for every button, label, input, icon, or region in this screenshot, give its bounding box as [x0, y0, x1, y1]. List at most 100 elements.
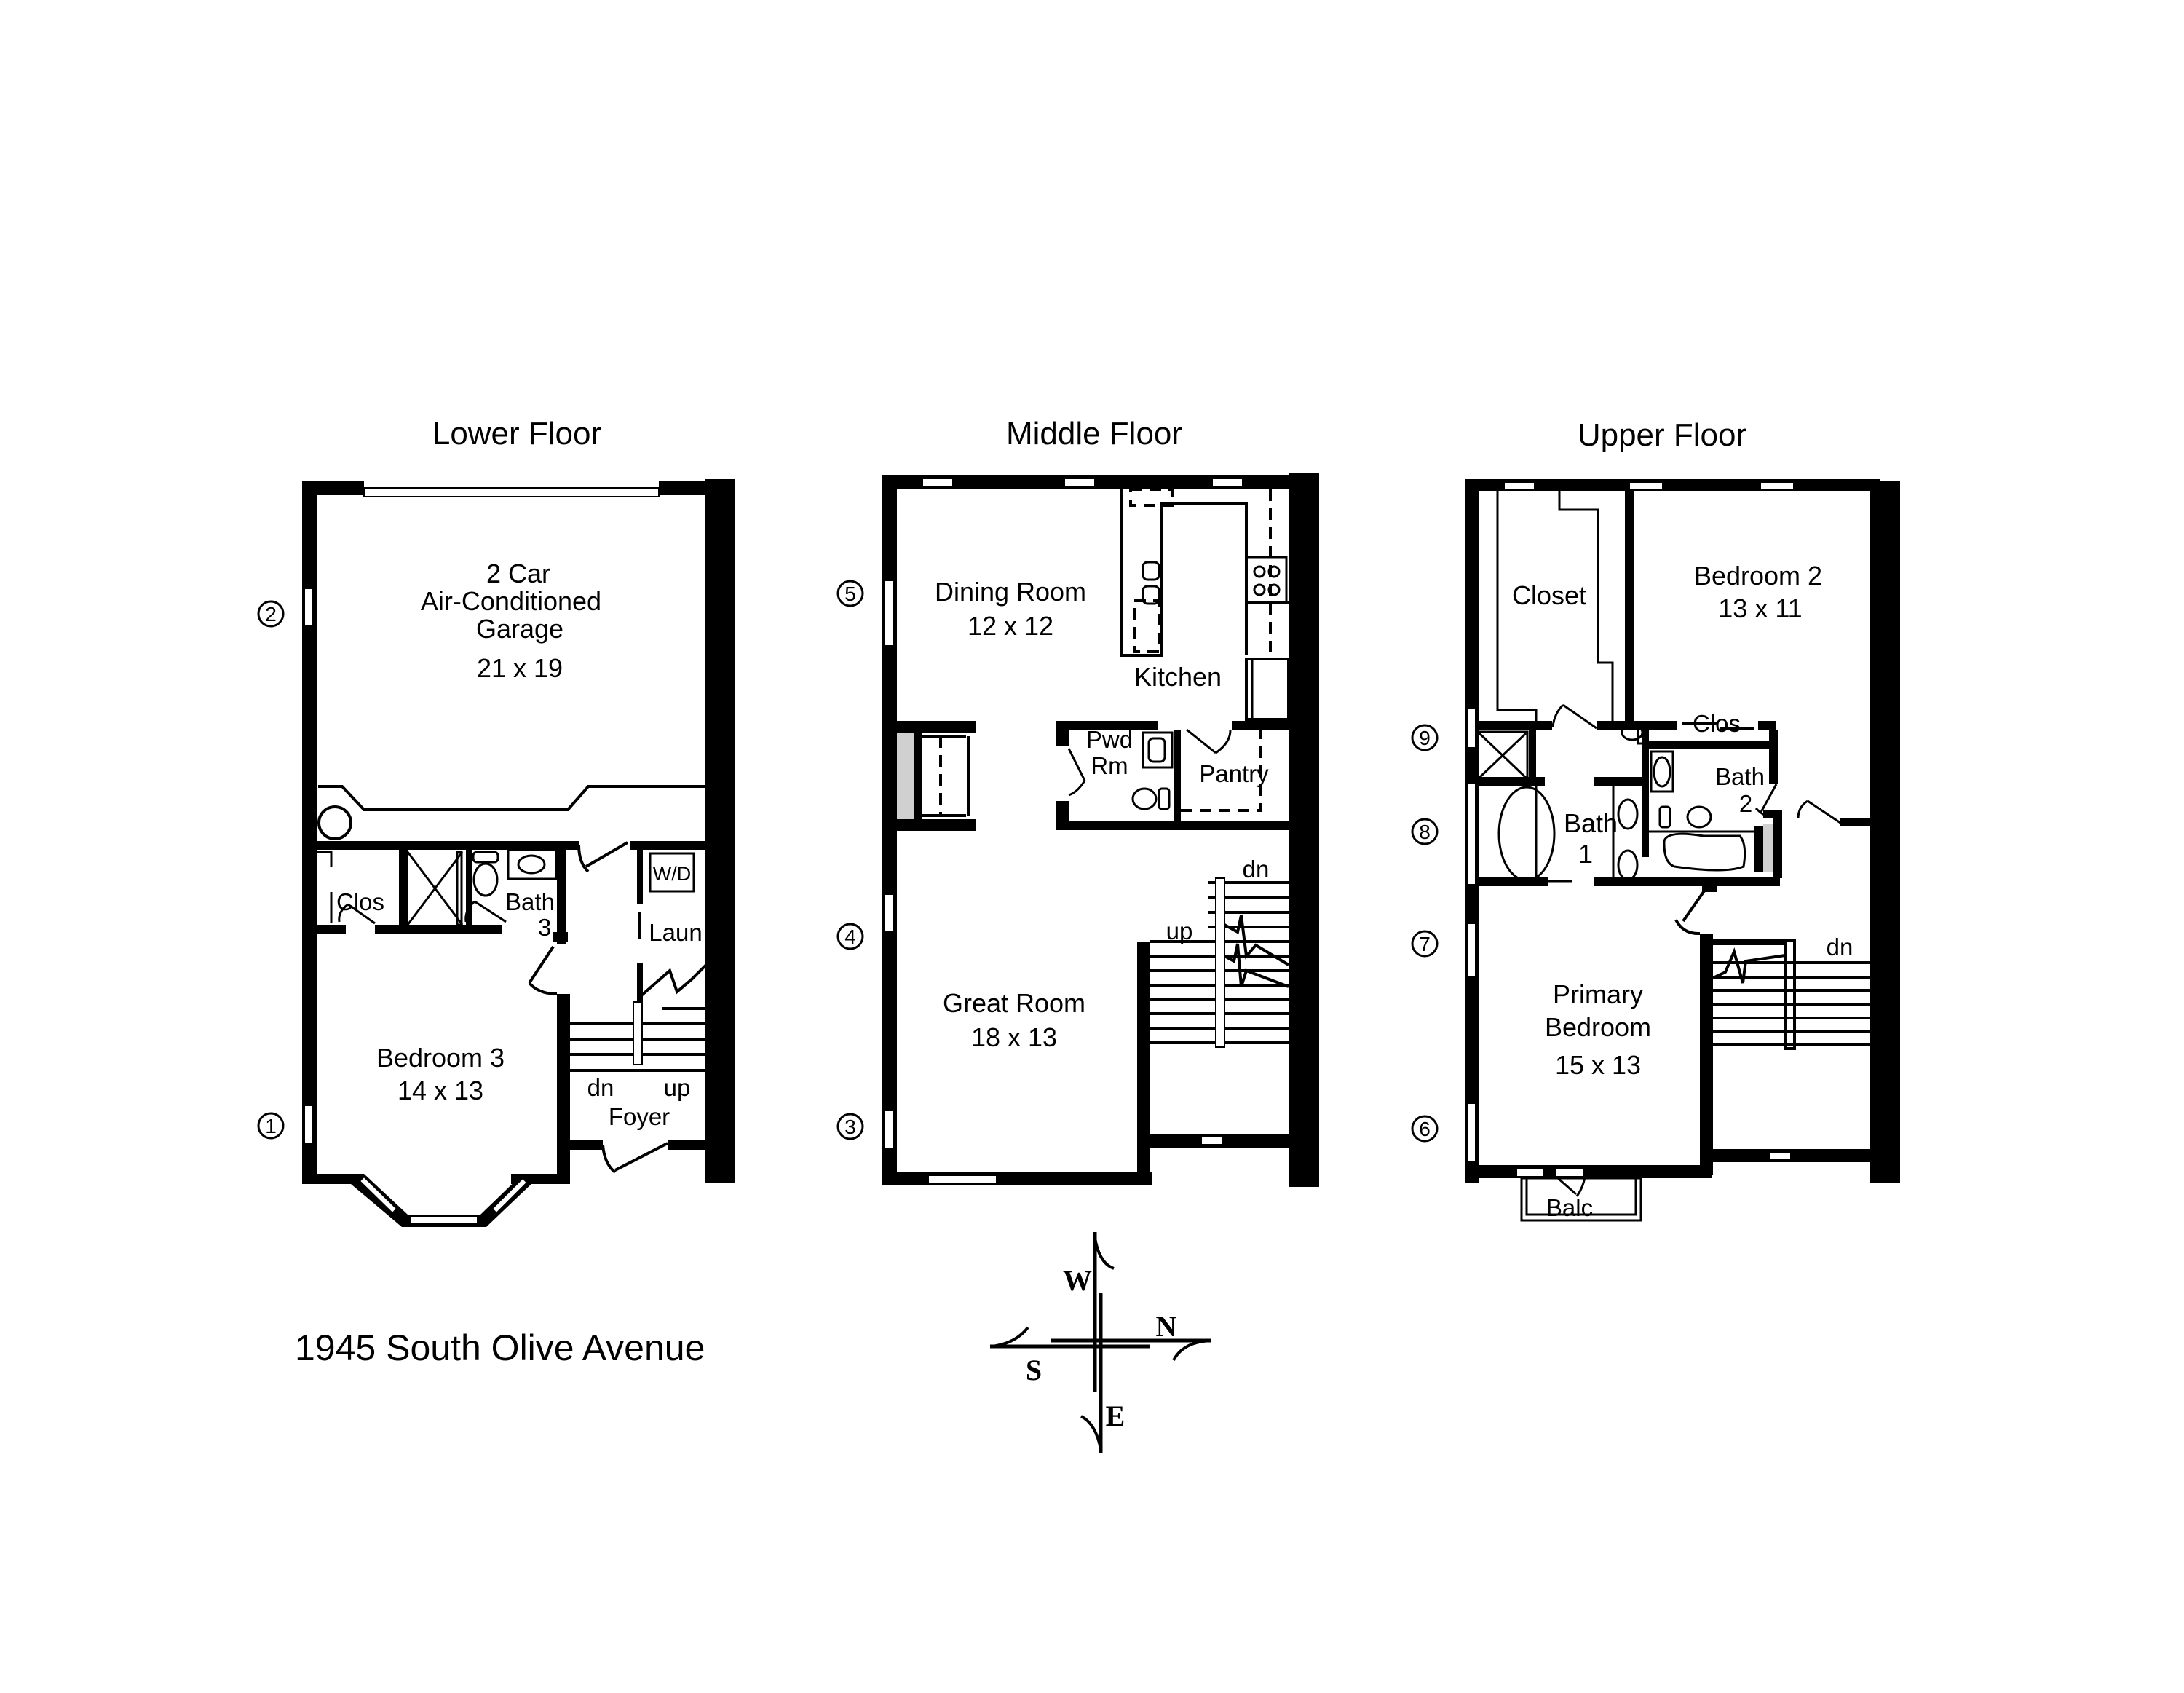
address-label: 1945 South Olive Avenue	[295, 1327, 705, 1368]
wall	[1056, 730, 1069, 746]
bedroom2-label: Bedroom 2	[1694, 561, 1822, 591]
compass-east-label: E	[1106, 1400, 1125, 1432]
wall	[466, 850, 472, 934]
svg-text:2: 2	[265, 603, 277, 625]
primary-bedroom-label-1: Primary	[1553, 979, 1643, 1009]
svg-text:3: 3	[844, 1116, 856, 1138]
wall	[882, 1172, 1152, 1185]
window	[884, 580, 894, 647]
garage-label-1: 2 Car	[486, 559, 550, 588]
window	[1629, 481, 1663, 490]
svg-text:4: 4	[844, 926, 856, 948]
balcony	[1525, 1177, 1637, 1216]
stair-rail	[1713, 939, 1796, 1050]
foyer-up-label: up	[664, 1074, 691, 1101]
wall	[1773, 810, 1782, 878]
shower-curtain	[456, 851, 463, 926]
dining-room-label: Dining Room	[935, 577, 1086, 607]
wall	[1479, 777, 1545, 786]
wall	[630, 841, 706, 850]
window	[1503, 481, 1535, 490]
wall	[302, 1174, 357, 1184]
wall	[553, 932, 568, 942]
bay-wall	[349, 1174, 533, 1227]
middle-floor: Middle Floor Kitchen Dining Room 12 x 12	[836, 416, 1319, 1187]
wall	[1649, 741, 1778, 749]
door-arc	[1215, 730, 1232, 754]
door-arc	[601, 1144, 617, 1174]
view-marker-5: 5	[836, 580, 864, 607]
door-swing	[347, 903, 376, 925]
sink-icon	[1147, 737, 1166, 763]
svg-text:5: 5	[844, 583, 856, 605]
door-swing	[1557, 1177, 1577, 1196]
toilet-icon	[472, 862, 499, 897]
window	[1555, 1167, 1584, 1177]
wall	[570, 1140, 603, 1150]
door-arc	[528, 982, 558, 995]
door-swing	[614, 1142, 668, 1172]
laundry-label: Laun	[649, 919, 702, 946]
burner-icon	[1267, 565, 1281, 578]
window	[304, 588, 314, 627]
door-swing	[474, 900, 507, 923]
door-swing	[1067, 748, 1086, 781]
middle-dn-label: dn	[1243, 856, 1270, 883]
door-arc	[1797, 800, 1808, 819]
view-marker-9: 9	[1411, 724, 1439, 751]
wall	[399, 850, 408, 934]
balcony-label: Balc	[1546, 1194, 1593, 1221]
door-arc	[338, 903, 349, 923]
wall	[1700, 934, 1713, 1175]
compass-rose-icon: W N S E	[990, 1232, 1211, 1453]
sink-icon	[517, 854, 546, 875]
garage-step	[318, 785, 706, 811]
wall	[1479, 721, 1552, 730]
wall	[882, 475, 897, 1185]
closet-shelf	[1496, 491, 1538, 728]
wall	[1174, 730, 1181, 821]
wall	[897, 721, 976, 733]
stair-break	[1224, 943, 1289, 988]
window	[1466, 708, 1476, 749]
door-arc	[577, 844, 590, 873]
wall	[914, 733, 922, 819]
view-marker-7: 7	[1411, 930, 1439, 958]
stair-break	[639, 963, 708, 998]
compass-west-label: W	[1063, 1264, 1092, 1297]
garage-label-3: Garage	[476, 614, 563, 644]
window	[409, 1215, 478, 1224]
svg-text:9: 9	[1419, 727, 1431, 749]
foyer-label: Foyer	[609, 1103, 670, 1130]
door-swing	[1186, 728, 1216, 754]
sink-icon	[1617, 798, 1639, 830]
wall	[1056, 721, 1158, 730]
wall	[897, 819, 976, 831]
garage-door	[363, 487, 660, 497]
bathtub-icon	[1663, 832, 1746, 872]
kitchen-label: Kitchen	[1134, 662, 1222, 692]
window	[927, 1175, 997, 1185]
upper-dn-label: dn	[1827, 934, 1853, 960]
window	[1760, 481, 1795, 490]
view-marker-4: 4	[836, 923, 864, 950]
wall	[317, 841, 579, 850]
door-swing	[1759, 784, 1778, 814]
garage-label-2: Air-Conditioned	[421, 586, 601, 616]
window	[1768, 1151, 1792, 1161]
compass-south-label: S	[1026, 1354, 1042, 1386]
window	[884, 893, 894, 933]
foyer-dn-label: dn	[587, 1074, 614, 1101]
door-arc	[1674, 919, 1701, 936]
toilet-icon	[1621, 724, 1644, 741]
wall	[1465, 1165, 1712, 1178]
wall	[1642, 730, 1649, 857]
window	[884, 1110, 894, 1149]
vanity	[507, 848, 558, 880]
window	[1466, 782, 1476, 885]
closet-shelf	[317, 851, 333, 867]
kitchen-counter	[1120, 489, 1248, 657]
wall	[557, 850, 566, 944]
upper-clos-label: Clos	[1693, 710, 1741, 737]
window	[1200, 1136, 1224, 1145]
